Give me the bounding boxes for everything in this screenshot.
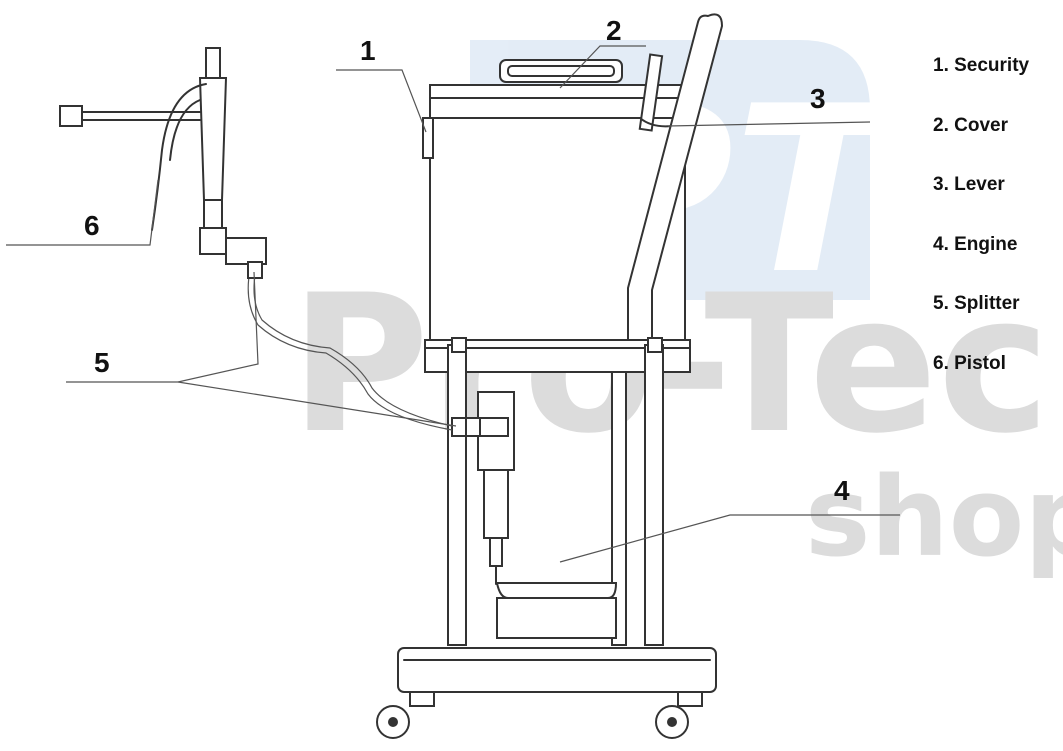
- callout-6: 6: [84, 210, 100, 241]
- legend-item-security: 1. Security: [933, 55, 1030, 76]
- security-latch: [422, 117, 434, 159]
- legend-item-engine: 4. Engine: [933, 233, 1018, 255]
- legend-item-lever: 3. Lever: [933, 174, 1005, 195]
- pistol: [59, 47, 267, 279]
- base: [397, 647, 717, 707]
- callout-3: 3: [810, 83, 826, 114]
- wheel-right: [655, 705, 689, 739]
- callout-4: 4: [834, 475, 850, 506]
- splitter: [451, 417, 509, 437]
- leader-line-4: [559, 514, 900, 563]
- watermark-brand-line2: shop: [805, 453, 1063, 581]
- hose: [253, 269, 453, 427]
- callout-5: 5: [94, 347, 110, 378]
- wheel-left: [376, 705, 410, 739]
- cover: [499, 59, 623, 83]
- parts-legend: 1. Security 2. Cover 3. Lever 4. Engine …: [933, 50, 1029, 407]
- callout-1: 1: [360, 35, 376, 66]
- leader-line-3: [667, 121, 871, 127]
- legend-item-splitter: 5. Splitter: [933, 293, 1020, 314]
- legend-item-cover: 2. Cover: [933, 114, 1008, 136]
- callout-2: 2: [606, 15, 622, 46]
- leader-line-5b: [177, 271, 259, 383]
- leader-line-1: [336, 69, 427, 133]
- leader-line-2: [559, 45, 646, 89]
- leader-line-6: [6, 179, 159, 246]
- leader-lines: [6, 45, 900, 563]
- reservoir: [495, 582, 618, 639]
- legend-item-pistol: 6. Pistol: [933, 352, 1006, 374]
- frame: [424, 337, 691, 646]
